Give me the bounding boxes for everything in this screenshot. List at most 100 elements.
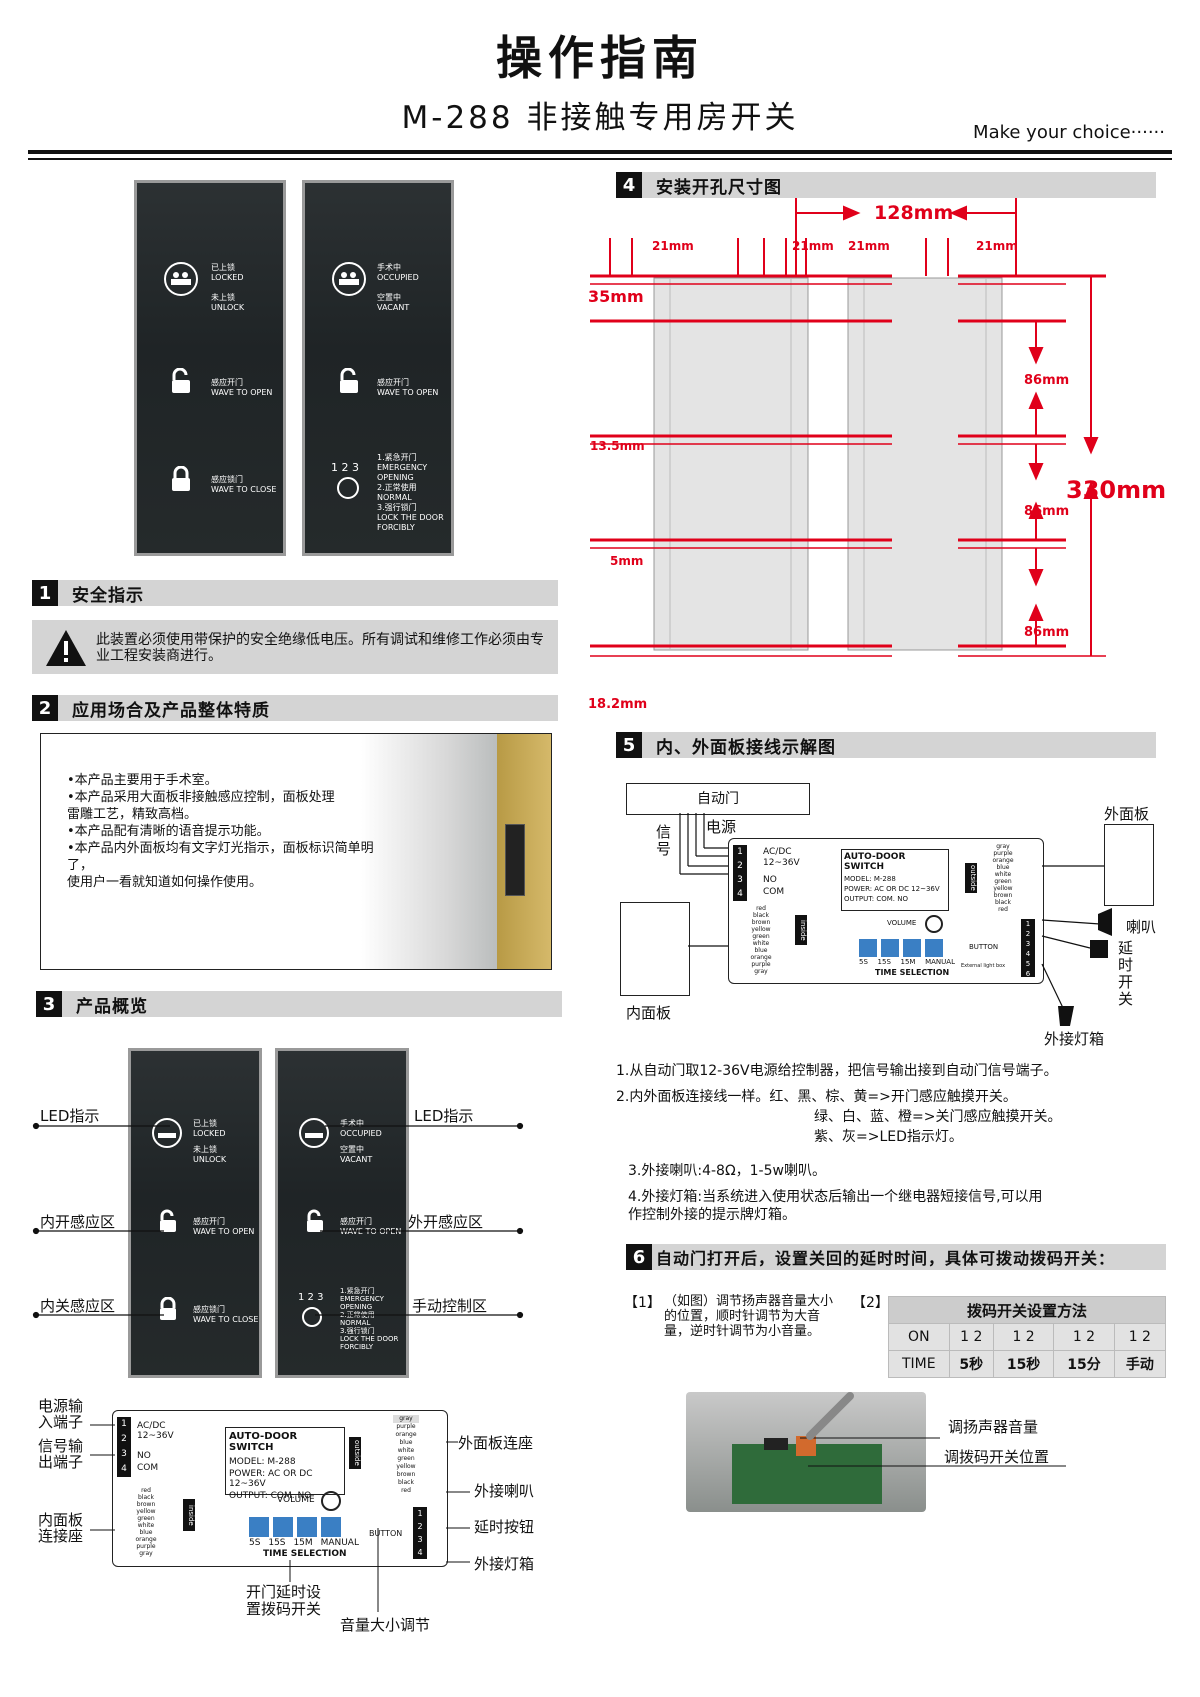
callout-inner-socket: 内面板连接座 (38, 1511, 84, 1545)
status-icon (332, 262, 366, 296)
item2-tag: 【2】 (852, 1295, 889, 1311)
cutout-dimension-drawing: 128mm 21mm 21mm 21mm 21mm 35mm 13.5mm 5m… (588, 198, 1166, 712)
speaker-icon (1098, 908, 1112, 936)
speaker-label: 喇叭 (1126, 918, 1157, 936)
outer-panel-connector (1104, 824, 1154, 906)
warning-text: 此装置必须使用带保护的安全绝缘低电压。所有调试和维修工作必须由专业工程安装商进行… (96, 632, 544, 664)
callout-led-right: LED指示 (414, 1107, 474, 1125)
button-icon (1090, 940, 1108, 958)
unlock-icon (160, 1209, 176, 1232)
section-title: 安装开孔尺寸图 (656, 177, 782, 198)
button-label: BUTTON (969, 943, 999, 951)
section-number: 6 (626, 1244, 652, 1270)
section-5-header: 5 内、外面板接线示解图 (616, 732, 1156, 758)
header-rule-thin (28, 158, 1172, 160)
inner-panel-label: 内面板 (626, 1004, 672, 1022)
unlock-icon (340, 368, 358, 393)
dim-18-2: 18.2mm (588, 697, 647, 712)
board-photo (686, 1392, 926, 1512)
warning-box (32, 620, 558, 674)
callout-manual: 手动控制区 (412, 1297, 488, 1315)
callout-inner-close: 内关感应区 (40, 1297, 116, 1315)
no-label: NO (763, 875, 777, 885)
power-label: 电源 (706, 818, 737, 836)
callout-speaker: 外接喇叭 (474, 1482, 535, 1500)
section-number: 1 (32, 580, 58, 606)
note-2: 2.内外面板连接线一样。红、黑、棕、黄=>开门感应触摸开关。 (616, 1089, 1017, 1105)
dim-21-a: 21mm (652, 239, 694, 253)
note-3: 3.外接喇叭:4-8Ω，1-5w喇叭。 (628, 1163, 826, 1179)
unlock-icon (172, 368, 190, 393)
callout-power-in: 电源输入端子 (38, 1397, 84, 1431)
section-number: 2 (32, 695, 58, 721)
section-title: 自动门打开后，设置关回的延时时间，具体可拨动拨码开关： (656, 1249, 1116, 1268)
volume-label: VOLUME (277, 1495, 315, 1505)
section-number: 3 (36, 991, 62, 1017)
page-subtitle: M-288 非接触专用房开关 (401, 100, 799, 136)
dip-switches[interactable] (249, 1517, 345, 1537)
section-6-header: 6 自动门打开后，设置关回的延时时间，具体可拨动拨码开关： (626, 1244, 1166, 1270)
volume-knob[interactable] (321, 1491, 341, 1511)
dim-35: 35mm (588, 287, 644, 306)
board-label-box: AUTO-DOOR SWITCH MODEL: M-288 POWER: AC … (841, 849, 949, 911)
volume-label: VOLUME (887, 919, 917, 927)
volume-pot[interactable] (796, 1436, 816, 1456)
dim-128: 128mm (874, 202, 953, 224)
inside-label: inside (183, 1499, 195, 1531)
acdc-label: AC/DC (763, 847, 792, 857)
dial-numbers: 1 2 3 (298, 1292, 324, 1303)
lock-icon (172, 466, 190, 491)
dip-block[interactable] (764, 1438, 788, 1450)
features-list: •本产品主要用于手术室。 •本产品采用大面板非接触感应控制，面板处理 雷雕工艺，… (67, 773, 374, 890)
warning-icon (46, 630, 86, 666)
board-label-box: AUTO-DOOR SWITCH MODEL: M-288 POWER: AC … (225, 1427, 345, 1501)
com-label: COM (763, 887, 785, 897)
auto-door-box: 自动门 (626, 783, 810, 815)
item1-tag: 【1】 (624, 1295, 661, 1311)
outer-panel-label: 外面板 (1104, 805, 1150, 823)
section-title: 内、外面板接线示解图 (656, 737, 836, 758)
installed-panel (505, 824, 525, 896)
lock-icon (160, 1297, 176, 1320)
section-title: 安全指示 (72, 585, 144, 606)
light-box-icon (1058, 1006, 1074, 1026)
dim-21-b: 21mm (792, 239, 834, 253)
callout-dip-set: 开门延时设置拨码开关 (246, 1583, 322, 1618)
dip-switches[interactable] (859, 939, 949, 957)
note-1: 1.从自动门取12-36V电源给控制器，把信号输出接到自动门信号端子。 (616, 1063, 1058, 1079)
dim-86-b: 86mm (1024, 504, 1069, 519)
dim-5: 5mm (610, 554, 643, 568)
section-1-header: 1 安全指示 (32, 580, 558, 606)
note-2c: 紫、灰=>LED指示灯。 (814, 1129, 963, 1145)
note-4: 4.外接灯箱:当系统进入使用状态后输出一个继电器短接信号,可以用 (628, 1189, 1043, 1205)
status-icon (152, 1118, 182, 1148)
item1-text: （如图）调节扬声器音量大小的位置，顺时针调节为大音量，逆时针调节为小音量。 (664, 1294, 834, 1339)
page-title: 操作指南 (496, 31, 704, 85)
acdc-label: AC/DC (137, 1421, 166, 1431)
photo-dip-label: 调拨码开关位置 (944, 1448, 1050, 1466)
volume-knob[interactable] (925, 915, 943, 933)
dim-21-d: 21mm (976, 239, 1018, 253)
callout-outer-open: 外开感应区 (408, 1213, 484, 1231)
manual-dial-icon (337, 477, 359, 499)
